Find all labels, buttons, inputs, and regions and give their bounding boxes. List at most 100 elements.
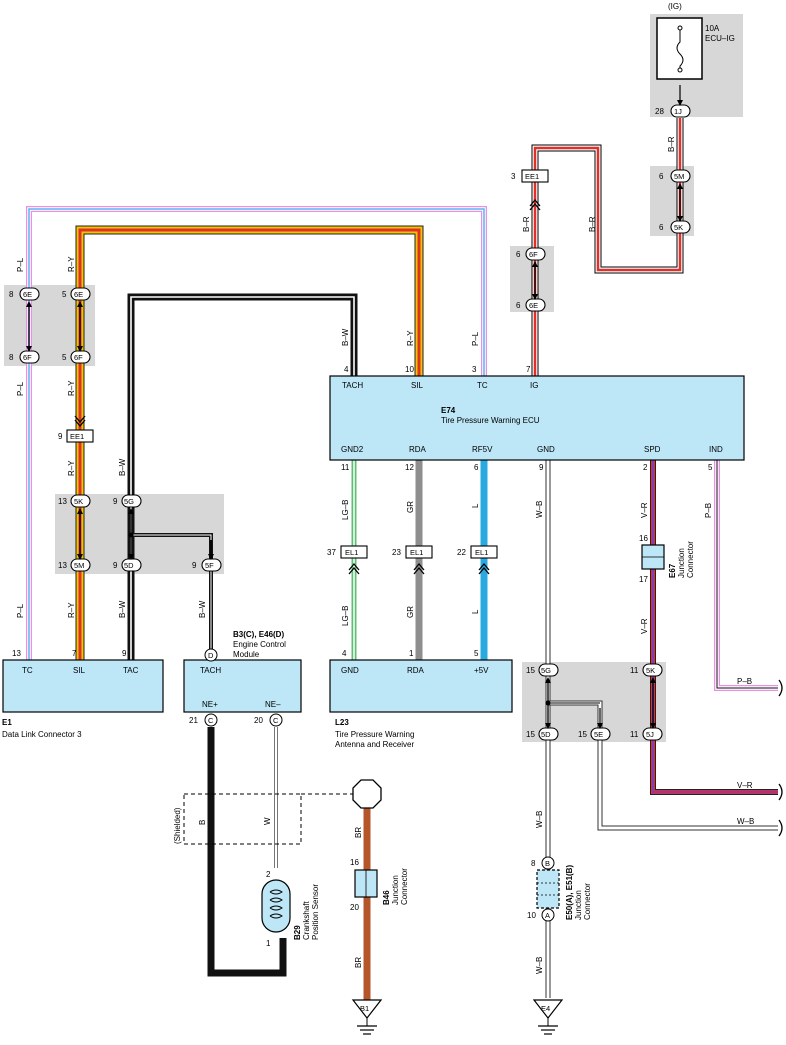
ecu-e74 [329, 375, 745, 461]
l23-pin-gnd-num: 4 [342, 649, 347, 658]
svg-text:5E: 5E [594, 730, 603, 739]
l23-code: L23 [335, 718, 349, 727]
e1-name: Data Link Connector 3 [2, 730, 82, 739]
svg-text:5K: 5K [674, 223, 683, 232]
wire-bw-tach [127, 293, 358, 660]
svg-text:5M: 5M [74, 561, 84, 570]
svg-text:B: B [545, 859, 550, 868]
svg-text:5K: 5K [646, 666, 655, 675]
e1-pin-tc-num: 13 [12, 649, 21, 658]
e74-pin-ind-label: IND [709, 445, 723, 454]
e1-pin-sil-label: SIL [73, 666, 86, 675]
svg-text:23: 23 [392, 548, 401, 557]
connector-6f-ry: 6F 5 [62, 350, 91, 364]
svg-text:6F: 6F [74, 353, 83, 362]
e67-name-line1: Junction [677, 548, 686, 578]
svg-text:P–L: P–L [16, 603, 25, 618]
e1-code: E1 [2, 718, 12, 727]
svg-text:R–Y: R–Y [67, 602, 76, 618]
fuse-source-label: (IG) [668, 2, 682, 11]
e1-pin-sil-num: 7 [72, 649, 77, 658]
e50-name-line2: Connector [583, 883, 592, 920]
svg-text:V–R: V–R [640, 502, 649, 518]
svg-text:22: 22 [457, 548, 466, 557]
b46-name-line1: Junction [391, 875, 400, 905]
e50-pin-bottom: 10 [527, 911, 536, 920]
b3-pin-tach-label: TACH [200, 666, 221, 675]
connector-5g-bw: 5G 9 [113, 494, 142, 508]
svg-text:6E: 6E [529, 301, 538, 310]
e74-pin-gnd2-label: GND2 [341, 445, 364, 454]
connector-5m-ry: 5M 13 [58, 558, 91, 572]
l23-pin-gnd-label: GND [341, 666, 359, 675]
svg-text:6F: 6F [529, 250, 538, 259]
svg-text:B–R: B–R [522, 216, 531, 232]
e1-pin-tac-label: TAC [123, 666, 139, 675]
svg-text:9: 9 [113, 497, 118, 506]
svg-text:13: 13 [58, 561, 67, 570]
wire-pb-ind [714, 460, 778, 691]
connector-5k-spd: 5K 11 [630, 663, 663, 677]
svg-text:5G: 5G [124, 497, 134, 506]
connector-6f-ig: 6F 6 [516, 247, 546, 261]
svg-text:B–R: B–R [588, 216, 597, 232]
svg-text:9: 9 [113, 561, 118, 570]
connector-6e-pl: 6E 8 [9, 287, 40, 301]
svg-text:L: L [471, 503, 480, 508]
svg-text:B–W: B–W [341, 328, 350, 346]
svg-text:1J: 1J [674, 107, 682, 116]
e74-pin-spd-label: SPD [644, 445, 661, 454]
svg-text:P–L: P–L [16, 257, 25, 272]
l23-pin-rda-label: RDA [407, 666, 425, 675]
e74-pin-gnd2-num: 11 [341, 463, 350, 472]
e74-pin-rda-num: 12 [405, 463, 414, 472]
svg-text:5: 5 [62, 353, 67, 362]
svg-text:V–R: V–R [737, 781, 753, 790]
connector-5f-bw: 5F 9 [192, 558, 222, 572]
svg-text:EE1: EE1 [525, 172, 539, 181]
b3-name-line1: Engine Control [233, 640, 286, 649]
connector-ee1-ry: EE1 9 [58, 429, 94, 443]
connector-ee1-ig: EE1 3 [511, 169, 549, 183]
l23-name-line1: Tire Pressure Warning [335, 730, 414, 739]
connector-5d-bw: 5D 9 [113, 558, 142, 572]
connector-5g-gnd: 5G 15 [526, 663, 559, 677]
svg-text:GR: GR [406, 501, 415, 513]
fuse-icon [676, 28, 684, 70]
b3-pin-c-nep [204, 713, 218, 727]
svg-text:5J: 5J [646, 730, 654, 739]
svg-text:5D: 5D [124, 561, 134, 570]
b46-name-line2: Connector [400, 868, 409, 905]
e50-code: E50(A), E51(B) [565, 865, 574, 920]
svg-text:5F: 5F [205, 561, 214, 570]
b3-pin-nep-num: 21 [189, 716, 198, 725]
b29-coil-icon [269, 889, 283, 919]
l23-antenna-receiver [329, 659, 513, 713]
b46-code: B46 [382, 890, 391, 905]
svg-text:B–R: B–R [667, 136, 676, 152]
junction-dot-wb [545, 700, 551, 706]
wire-br-ig [531, 118, 684, 376]
wire-end-pb [778, 679, 783, 697]
e74-pin-rf5v-num: 6 [474, 463, 479, 472]
svg-text:11: 11 [630, 666, 639, 675]
e50-pin-top: 8 [531, 859, 536, 868]
e74-name: Tire Pressure Warning ECU [441, 416, 540, 425]
wire-end-wb [778, 819, 783, 837]
svg-text:9: 9 [58, 432, 63, 441]
fuse-name: ECU–IG [705, 34, 735, 43]
wire-labels: B–R B–R B–R P–L P–L P–L P–L R–Y R–Y R–Y … [16, 136, 754, 974]
svg-text:W–B: W–B [535, 501, 544, 518]
connector-5k-ry: 5K 13 [58, 494, 91, 508]
svg-text:BR: BR [354, 827, 363, 838]
svg-text:BR: BR [354, 957, 363, 968]
e74-pin-ig-label: IG [530, 381, 538, 390]
svg-text:8: 8 [9, 290, 14, 299]
svg-text:15: 15 [526, 730, 535, 739]
e50-name-line1: Junction [574, 890, 583, 920]
connector-1j: 1J 28 [655, 104, 691, 118]
e74-pin-tc-label: TC [477, 381, 488, 390]
svg-text:EL1: EL1 [475, 548, 488, 557]
connector-el1-23: EL1 23 [392, 545, 433, 559]
